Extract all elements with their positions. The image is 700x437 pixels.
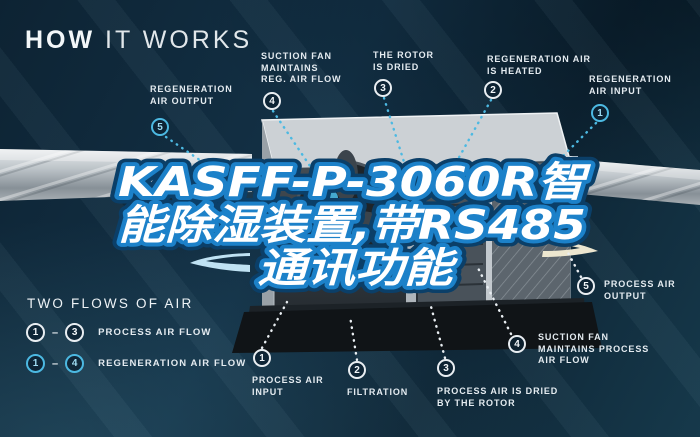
- callout-filtration: FILTRATION: [347, 387, 409, 397]
- page-title: HOW IT WORKS: [25, 26, 252, 55]
- callout-regen-air-heated: REGENERATION AIR IS HEATED: [487, 54, 591, 76]
- callout-number-badge-3-process: 3: [437, 359, 455, 377]
- headline-line3-edge: 通讯功能: [258, 244, 459, 292]
- callout-regeneration-air-output: REGENERATION AIR OUTPUT: [150, 84, 233, 106]
- callout-number-badge-4-regen: 4: [263, 92, 281, 110]
- legend-badge-regen-from: 1: [26, 354, 45, 373]
- legend-row-process: 1 – 3 PROCESS AIR FLOW: [26, 323, 211, 342]
- legend-badge-regen-to: 4: [65, 354, 85, 373]
- legend-label-regeneration: REGENERATION AIR FLOW: [98, 358, 247, 369]
- callout-suction-fan-process: SUCTION FAN MAINTAINS PROCESS AIR FLOW: [538, 332, 650, 365]
- callout-number-badge-2-process: 2: [348, 361, 366, 379]
- regeneration-input-duct: [580, 160, 700, 205]
- callout-process-air-dried: PROCESS AIR IS DRIED BY THE ROTOR: [437, 386, 559, 408]
- legend-heading: TWO FLOWS OF AIR: [27, 296, 194, 311]
- callout-process-air-output: PROCESS AIR OUTPUT: [604, 279, 676, 301]
- legend-badge-process-from: 1: [26, 323, 45, 342]
- callout-number-badge-5-regen: 5: [151, 118, 169, 136]
- callout-number-badge-1-regen: 1: [591, 104, 609, 122]
- regeneration-out-arrow: [190, 253, 250, 272]
- headline-line2: 能除湿装置,带RS485: [118, 201, 586, 249]
- title-light: IT WORKS: [95, 26, 253, 54]
- legend-label-process: PROCESS AIR FLOW: [98, 327, 212, 338]
- title-bold: HOW: [25, 26, 96, 54]
- headline-line1-edge: KASFF-P-3060R智: [118, 158, 592, 206]
- dehumidifier-cabinet: [232, 112, 602, 353]
- process-in-streak: [242, 209, 326, 224]
- callout-process-air-input: PROCESS AIR INPUT: [252, 375, 324, 397]
- process-out-arrow: [540, 238, 598, 257]
- callout-rotor-dried: THE ROTOR IS DRIED: [373, 50, 434, 72]
- headline-line3: 通讯功能: [258, 244, 459, 292]
- callout-number-badge-3-regen: 3: [374, 79, 392, 97]
- callout-number-badge-2-regen: 2: [484, 81, 502, 99]
- regeneration-output-duct: [0, 149, 252, 201]
- callout-suction-fan-reg: SUCTION FAN MAINTAINS REG. AIR FLOW: [261, 51, 342, 84]
- callout-regen-air-input: REGENERATION AIR INPUT: [589, 74, 672, 96]
- regeneration-leader-lines: [164, 96, 598, 182]
- headline-line2-edge: 能除湿装置,带RS485: [118, 201, 586, 249]
- callout-number-badge-1-process: 1: [253, 349, 271, 367]
- callout-number-badge-5-process: 5: [577, 277, 595, 295]
- legend-row-regeneration: 1 – 4 REGENERATION AIR FLOW: [26, 354, 246, 373]
- legend-range-dash: –: [52, 357, 59, 370]
- legend-badge-process-to: 3: [65, 323, 85, 342]
- legend-range-dash: –: [52, 326, 59, 339]
- callout-number-badge-4-process: 4: [508, 335, 526, 353]
- process-leader-lines: [260, 247, 583, 362]
- headline-line1: KASFF-P-3060R智: [118, 158, 592, 206]
